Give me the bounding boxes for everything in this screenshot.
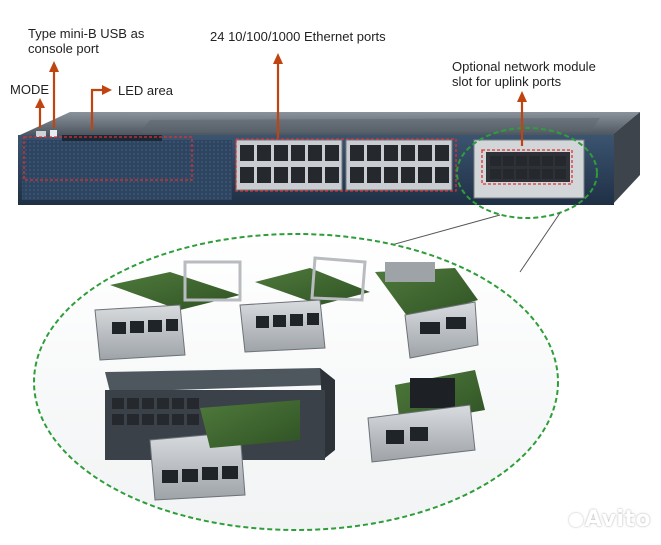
led-area-highlight <box>23 136 193 181</box>
ethernet-port <box>157 414 169 425</box>
ethernet-ports-label: 24 10/100/1000 Ethernet ports <box>210 29 386 44</box>
ethernet-port <box>112 414 124 425</box>
ethernet-port <box>127 398 139 409</box>
front-grille <box>22 140 232 200</box>
ethernet-port <box>367 145 381 161</box>
ethernet-port <box>172 414 184 425</box>
ethernet-port <box>127 414 139 425</box>
switch-with-module <box>105 368 335 501</box>
module-port <box>503 169 514 179</box>
ethernet-port <box>257 145 271 161</box>
ethernet-port <box>401 145 415 161</box>
module-port <box>555 156 566 166</box>
usb-console-label: Type mini-B USB as console port <box>28 26 145 56</box>
ethernet-port <box>172 398 184 409</box>
led-arrow <box>90 88 104 130</box>
ethernet-port <box>274 167 288 183</box>
callout-arrows <box>35 53 527 146</box>
ethernet-port <box>308 145 322 161</box>
ethernet-port <box>325 167 339 183</box>
zoom-connector-right <box>519 212 561 273</box>
ethernet-port <box>157 398 169 409</box>
module-2x-10g-a <box>375 262 479 359</box>
module-highlight <box>481 149 573 185</box>
ethernet-port <box>435 167 449 183</box>
ethernet-port <box>418 145 432 161</box>
ethernet-port <box>240 145 254 161</box>
watermark-text: Avito <box>584 507 651 532</box>
watermark-logo-icon <box>568 513 583 527</box>
module-port <box>542 169 553 179</box>
module-port <box>490 169 501 179</box>
module-port <box>542 156 553 166</box>
module-port <box>529 169 540 179</box>
ethernet-port <box>187 398 199 409</box>
network-module-slot <box>473 139 585 199</box>
ethernet-port <box>240 167 254 183</box>
ethernet-port <box>291 167 305 183</box>
ethernet-port <box>384 145 398 161</box>
ethernet-port <box>187 414 199 425</box>
module-port <box>503 156 514 166</box>
ethernet-port <box>142 398 154 409</box>
ethernet-port <box>308 167 322 183</box>
ethernet-ports <box>235 139 453 191</box>
ethernet-port <box>257 167 271 183</box>
led-area-label: LED area <box>118 83 173 98</box>
watermark: Avito <box>568 507 651 532</box>
mode-button <box>36 131 46 137</box>
module-port <box>555 169 566 179</box>
ethernet-port <box>325 145 339 161</box>
ethernet-port <box>350 167 364 183</box>
module-2x-rj45 <box>367 370 485 463</box>
ethernet-port <box>384 167 398 183</box>
module-port <box>516 169 527 179</box>
ethernet-port <box>274 145 288 161</box>
ethernet-highlight <box>235 138 457 192</box>
module-zoom-ring <box>456 127 598 219</box>
module-port <box>516 156 527 166</box>
module-4x-sfp-a <box>94 260 242 361</box>
chassis-side <box>612 112 640 205</box>
ethernet-port <box>350 145 364 161</box>
ethernet-port <box>435 145 449 161</box>
module-4x-sfp-b <box>239 256 370 353</box>
module-port <box>529 156 540 166</box>
network-module-label: Optional network module slot for uplink … <box>452 59 596 89</box>
ethernet-port <box>367 167 381 183</box>
ethernet-port <box>291 145 305 161</box>
ethernet-port <box>401 167 415 183</box>
ethernet-port <box>418 167 432 183</box>
ethernet-port <box>142 414 154 425</box>
ethernet-port <box>112 398 124 409</box>
highlight-boxes <box>23 136 573 192</box>
usb-console-port <box>50 130 57 137</box>
module-port <box>490 156 501 166</box>
mode-label: MODE <box>10 82 49 97</box>
